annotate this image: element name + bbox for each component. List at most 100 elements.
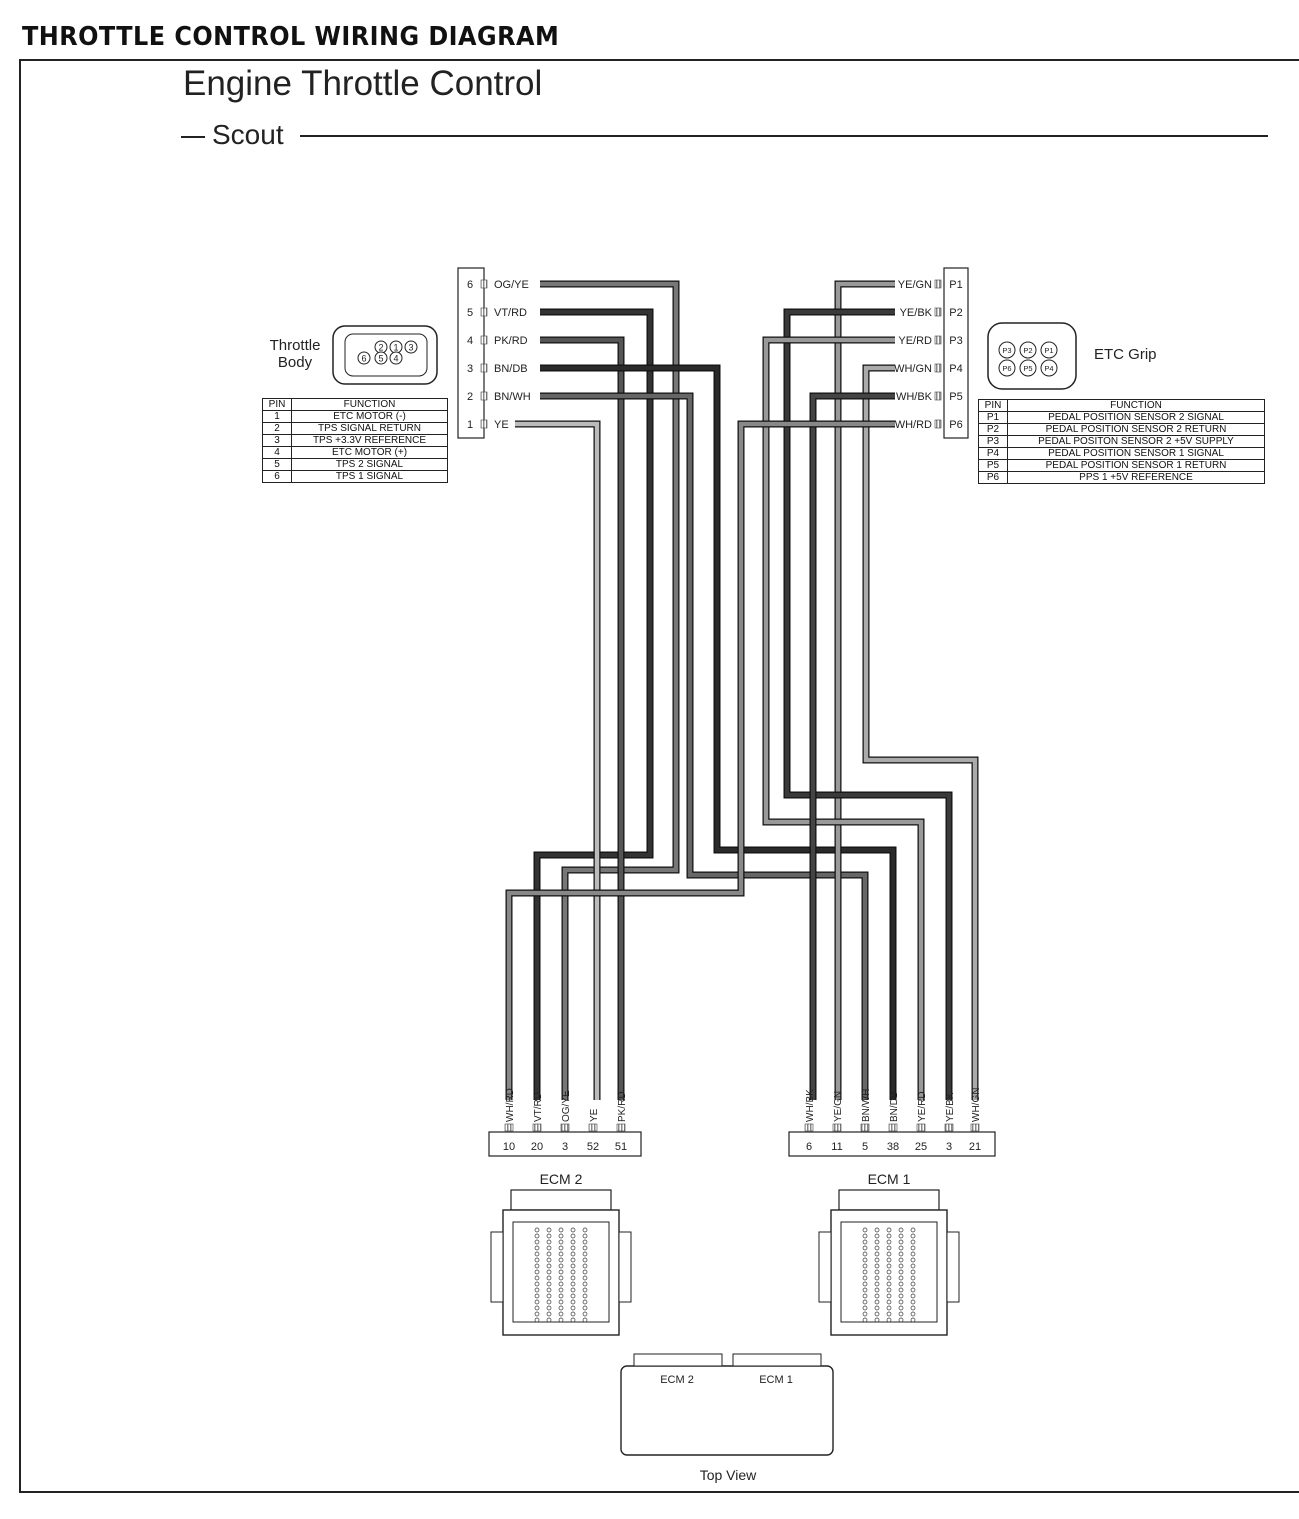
connector-pin-hole	[898, 1263, 904, 1269]
pin-terminal	[860, 1123, 870, 1132]
connector-pin-hole	[910, 1299, 916, 1305]
connector-pin-hole	[886, 1251, 892, 1257]
connector-pin-label: 5	[378, 354, 383, 364]
connector-pin-hole	[546, 1281, 552, 1287]
connector-pin-label: 4	[393, 354, 398, 364]
connector-pin-hole	[558, 1305, 564, 1311]
connector-pin-hole	[910, 1293, 916, 1299]
wire-outline	[540, 280, 680, 1100]
wire	[763, 337, 924, 1100]
connector-pin-hole	[546, 1275, 552, 1281]
connector-pin-hole	[898, 1239, 904, 1245]
connector-pin-hole	[874, 1269, 880, 1275]
connector-pin-hole	[874, 1281, 880, 1287]
ecm-wire-color-label: OG/YE	[561, 1090, 572, 1122]
connector-pin-hole	[898, 1233, 904, 1239]
connector-pin-hole	[546, 1263, 552, 1269]
pin-terminal	[934, 363, 942, 373]
connector-pin-hole	[558, 1275, 564, 1281]
connector-pin-hole	[582, 1233, 588, 1239]
ecm-pin-number: 51	[615, 1141, 627, 1153]
connector-pin-hole	[862, 1227, 868, 1233]
connector-pin-hole	[898, 1281, 904, 1287]
connector-pin-hole	[874, 1251, 880, 1257]
ecm-wire-color-label: WH/BK	[805, 1089, 816, 1122]
connector-pin-label: 3	[408, 343, 413, 353]
top-view-ecm2-label: ECM 2	[660, 1374, 694, 1386]
connector-pin-hole	[546, 1299, 552, 1305]
connector-pin-hole	[886, 1275, 892, 1281]
connector-pin-hole	[570, 1227, 576, 1233]
ecm-pin-number: 52	[587, 1141, 599, 1153]
connector-pin-hole	[546, 1251, 552, 1257]
wire-color-label: WH/BK	[896, 391, 933, 403]
connector-pin-hole	[898, 1287, 904, 1293]
ecm-wire-color-label: BN/DB	[889, 1091, 900, 1122]
connector-pin-label: P2	[1023, 346, 1032, 355]
throttle-body-harness-connector	[457, 267, 485, 439]
connector-pin-hole	[534, 1305, 540, 1311]
connector-pin-hole	[862, 1251, 868, 1257]
connector-pin-hole	[886, 1305, 892, 1311]
connector-pin-hole	[910, 1245, 916, 1251]
connector-pin-hole	[874, 1299, 880, 1305]
connector-latch	[510, 1189, 612, 1211]
connector-pin-hole	[862, 1287, 868, 1293]
connector-pin-hole	[886, 1287, 892, 1293]
module-connector-ecm2	[633, 1353, 723, 1367]
wire-outline	[515, 420, 601, 1100]
connector-pin-field	[840, 1221, 938, 1323]
connector-pin-hole	[546, 1287, 552, 1293]
ecm-pin-number: 10	[503, 1141, 515, 1153]
connector-pin-hole	[570, 1317, 576, 1323]
connector-pin-hole	[898, 1311, 904, 1317]
throttle-body-pin-number: 6	[467, 279, 473, 291]
function-cell: PPS 1 +5V REFERENCE	[1007, 471, 1265, 484]
ecm2-label: ECM 2	[540, 1171, 583, 1187]
connector-pin-hole	[534, 1311, 540, 1317]
connector-pin-hole	[874, 1287, 880, 1293]
connector-pin-hole	[910, 1275, 916, 1281]
connector-pin-hole	[898, 1275, 904, 1281]
diagram-title: Engine Throttle Control	[183, 64, 543, 103]
wire	[534, 309, 653, 1100]
subtitle-dash	[181, 136, 205, 138]
connector-pin-hole	[910, 1287, 916, 1293]
connector-pin-hole	[582, 1227, 588, 1233]
connector-pin-label: 1	[393, 343, 398, 353]
connector-pin-hole	[546, 1305, 552, 1311]
connector-pin-hole	[558, 1251, 564, 1257]
throttle-body-pin-number: 2	[467, 391, 473, 403]
connector-pin-hole	[910, 1239, 916, 1245]
wire	[515, 421, 600, 1100]
wire-color-label: VT/RD	[494, 307, 527, 319]
wire	[540, 337, 624, 1100]
connector-pin-hole	[874, 1305, 880, 1311]
connector-pin-hole	[898, 1257, 904, 1263]
connector-pin-hole	[862, 1281, 868, 1287]
connector-pin-hole	[534, 1251, 540, 1257]
connector-pin	[1019, 359, 1037, 377]
wire	[540, 281, 679, 1100]
diagram-subtitle: Scout	[212, 119, 284, 150]
connector-pin-hole	[582, 1281, 588, 1287]
connector-pin-hole	[570, 1299, 576, 1305]
connector-pin-hole	[886, 1317, 892, 1323]
wire	[835, 281, 895, 1100]
connector-pin	[998, 359, 1016, 377]
connector-pin-field	[512, 1221, 610, 1323]
connector-pin-hole	[898, 1317, 904, 1323]
connector-pin	[389, 351, 403, 365]
connector-pin-hole	[582, 1305, 588, 1311]
ecm-wire-color-label: YE/RD	[917, 1091, 928, 1122]
connector-pin-hole	[874, 1275, 880, 1281]
wire	[863, 365, 978, 1100]
connector-pin-hole	[570, 1239, 576, 1245]
ecm-pin-number: 6	[806, 1141, 812, 1153]
ecm-pin-number: 3	[562, 1141, 568, 1153]
connector-pin-hole	[898, 1299, 904, 1305]
connector-pin-hole	[546, 1239, 552, 1245]
wires	[505, 280, 979, 1100]
